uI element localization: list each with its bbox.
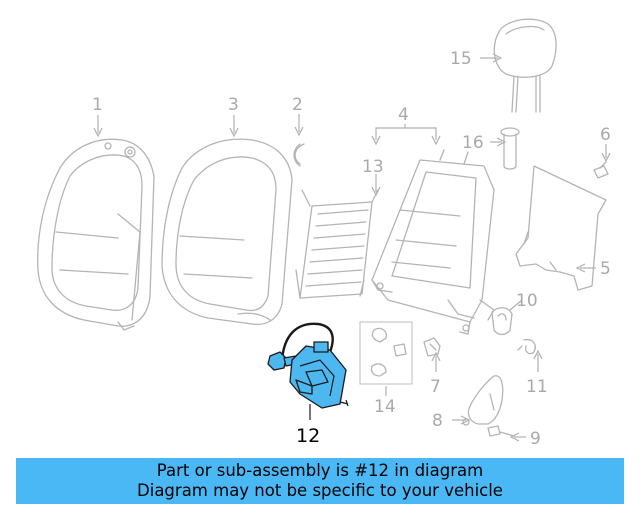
part-11-clip xyxy=(517,338,536,355)
part-5-back-panel xyxy=(515,165,607,291)
part-14-clip-kit xyxy=(359,321,413,385)
label-7: 7 xyxy=(430,377,441,397)
leader-6-arrow xyxy=(601,152,611,163)
leader-16-arrow xyxy=(496,137,507,147)
label-14: 14 xyxy=(374,397,396,417)
leader-15-arrow xyxy=(492,53,503,63)
caption-line-2: Diagram may not be specific to your vehi… xyxy=(137,481,503,500)
part-7-fastener xyxy=(423,337,441,357)
part-10-cover xyxy=(491,307,513,336)
leader-1-arrow xyxy=(93,127,103,138)
label-11: 11 xyxy=(526,377,548,397)
label-6: 6 xyxy=(600,125,611,145)
leader-2-arrow xyxy=(294,126,304,137)
leader-11-arrow xyxy=(533,349,543,360)
label-3: 3 xyxy=(228,95,239,115)
part-6-screw xyxy=(593,161,609,179)
leader-9-arrow xyxy=(509,432,520,442)
part-13-lumbar-support xyxy=(295,189,379,299)
caption-line-1: Part or sub-assembly is #12 in diagram xyxy=(156,461,484,480)
label-13: 13 xyxy=(362,157,384,177)
leader-8-arrow xyxy=(460,415,471,425)
leader-13-arrow xyxy=(371,186,381,197)
part-12-highlighted[interactable] xyxy=(267,322,349,409)
leader-4-arrows xyxy=(371,135,441,146)
label-16: 16 xyxy=(462,133,484,153)
label-10: 10 xyxy=(516,291,538,311)
label-8: 8 xyxy=(432,411,443,431)
label-5: 5 xyxy=(600,259,611,279)
part-16-headrest-guide xyxy=(500,127,520,170)
label-12: 12 xyxy=(296,425,320,447)
label-2: 2 xyxy=(292,95,303,115)
label-9: 9 xyxy=(530,429,541,449)
part-15-headrest xyxy=(493,18,557,113)
part-8-side-cover xyxy=(462,375,504,426)
label-15: 15 xyxy=(450,49,472,69)
leader-10 xyxy=(509,299,523,311)
label-1: 1 xyxy=(92,95,103,115)
caption-banner: Part or sub-assembly is #12 in diagram D… xyxy=(16,458,624,504)
leader-4-bracket xyxy=(375,124,437,140)
part-3-seat-back-pad xyxy=(161,138,293,326)
leader-3-arrow xyxy=(229,127,239,138)
part-1-seat-back-cover xyxy=(37,138,155,331)
part-9-bolt xyxy=(487,425,515,437)
leader-7-arrow xyxy=(431,351,441,362)
part-4-seat-frame xyxy=(371,149,495,335)
part-2-clip xyxy=(293,143,305,167)
leader-5-arrow xyxy=(575,263,586,273)
label-4: 4 xyxy=(398,105,409,125)
